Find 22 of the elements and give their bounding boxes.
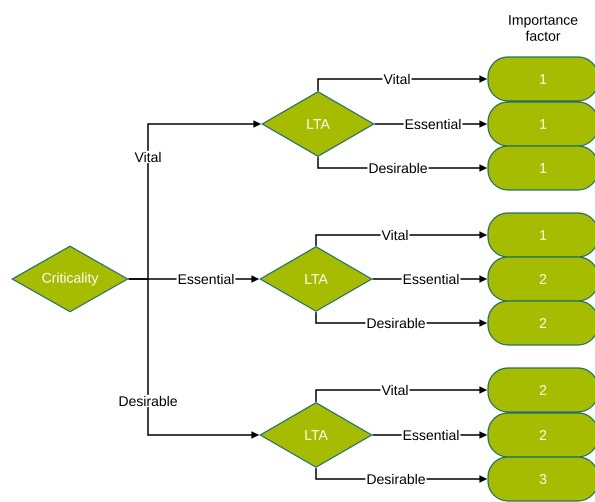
- result-box: 2: [487, 300, 595, 346]
- edge-label: Vital: [134, 150, 162, 164]
- result-box: 2: [487, 367, 595, 413]
- result-box: 1: [487, 56, 595, 102]
- edge-label: Essential: [404, 118, 462, 130]
- result-box: 1: [487, 145, 595, 191]
- edge-label: Desirable: [117, 394, 179, 408]
- edge-label: Desirable: [365, 472, 427, 486]
- result-box: 2: [487, 412, 595, 458]
- edge-label: Vital: [382, 72, 412, 86]
- edge-label: Essential: [402, 272, 460, 286]
- edge-label: Desirable: [365, 316, 427, 330]
- result-box: 2: [487, 256, 595, 302]
- result-box: 3: [487, 456, 595, 502]
- edge-label: Essential: [176, 272, 236, 286]
- edge-label: Vital: [380, 228, 410, 242]
- heading: Importance factor: [509, 15, 578, 41]
- edge-label: Desirable: [367, 162, 429, 174]
- result-box: 1: [487, 212, 595, 258]
- result-box: 1: [487, 101, 595, 147]
- edge-label: Essential: [402, 428, 460, 442]
- edge-label: Vital: [380, 384, 410, 396]
